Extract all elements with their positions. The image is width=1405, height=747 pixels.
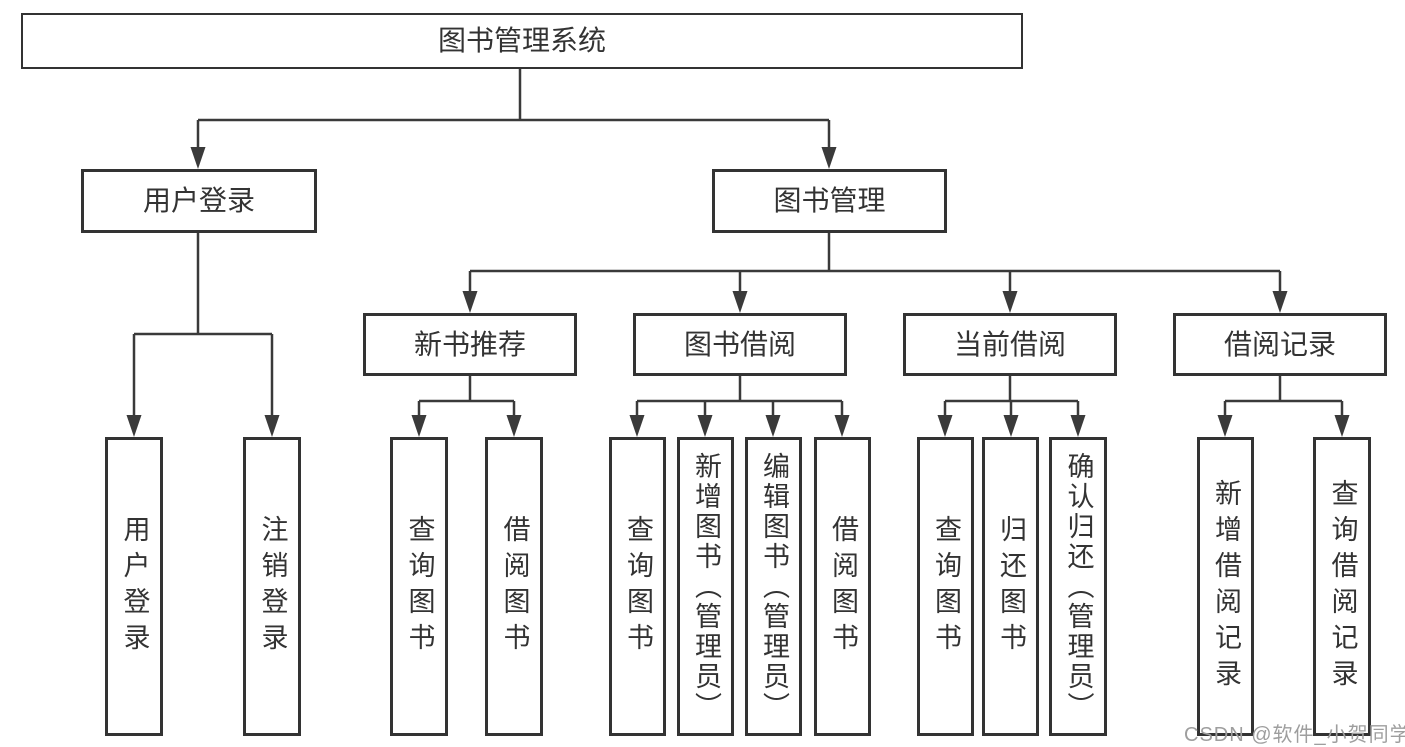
leaf-add-book-admin: 新增图书（管理员） xyxy=(677,437,734,736)
leaf-add-borrow-record: 新增借阅记录 xyxy=(1197,437,1254,736)
leaf-query-borrow-record: 查询借阅记录 xyxy=(1313,437,1371,736)
node-user-login: 用户登录 xyxy=(81,169,317,233)
node-library-system: 图书管理系统 xyxy=(21,13,1023,69)
leaf-edit-book-admin: 编辑图书（管理员） xyxy=(745,437,802,736)
node-borrowing-records: 借阅记录 xyxy=(1173,313,1387,376)
leaf-borrow-books-borrowing: 借阅图书 xyxy=(814,437,871,736)
node-current-borrowing: 当前借阅 xyxy=(903,313,1117,376)
leaf-logout: 注销登录 xyxy=(243,437,301,736)
node-book-management: 图书管理 xyxy=(712,169,947,233)
leaf-query-books-recommend: 查询图书 xyxy=(390,437,448,736)
node-book-borrowing: 图书借阅 xyxy=(633,313,847,376)
csdn-watermark: CSDN @软件_小贺同学 xyxy=(1184,724,1405,746)
leaf-query-books-borrowing: 查询图书 xyxy=(609,437,666,736)
node-new-book-recommend: 新书推荐 xyxy=(363,313,577,376)
leaf-return-books: 归还图书 xyxy=(982,437,1039,736)
leaf-confirm-return-admin: 确认归还（管理员） xyxy=(1049,437,1107,736)
leaf-query-books-current: 查询图书 xyxy=(917,437,974,736)
leaf-borrow-books-recommend: 借阅图书 xyxy=(485,437,543,736)
leaf-user-login: 用户登录 xyxy=(105,437,163,736)
